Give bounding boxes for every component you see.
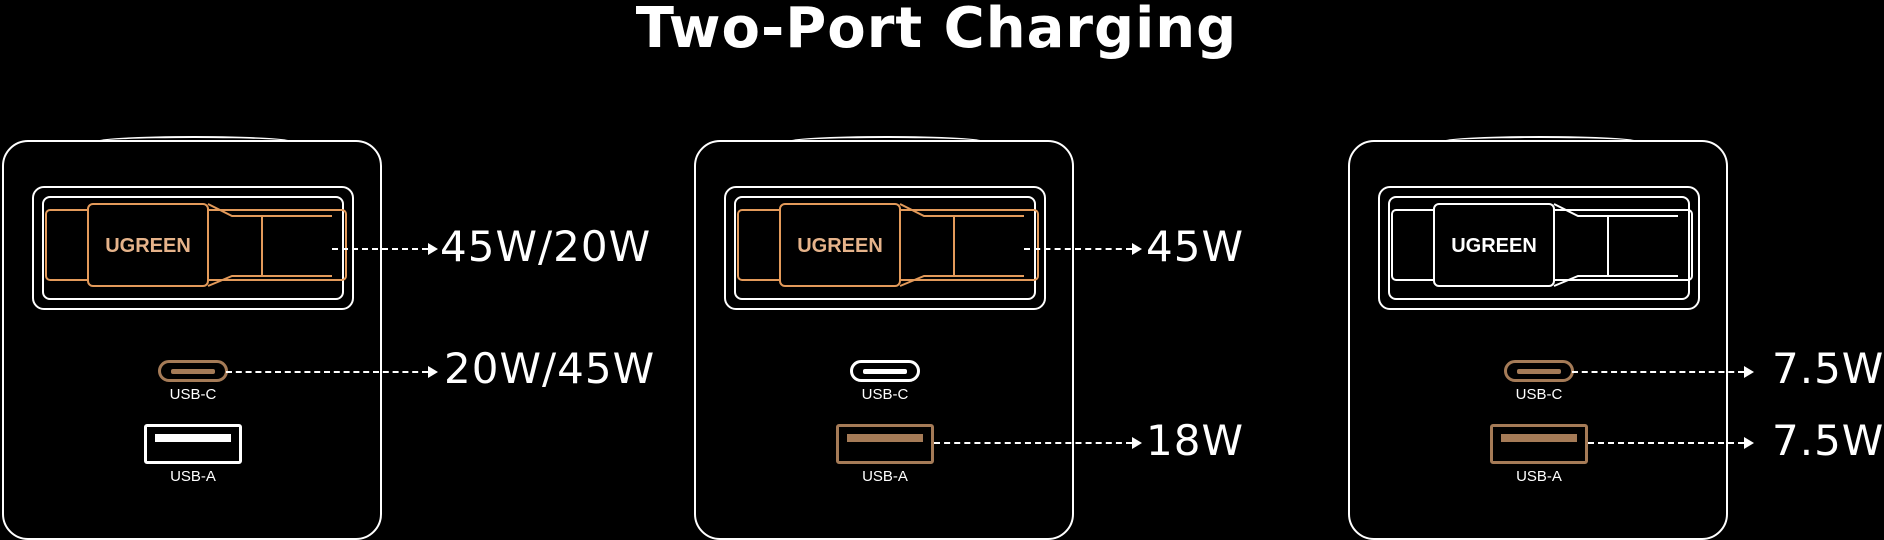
arrow-head-icon bbox=[428, 366, 438, 378]
usb-a-port bbox=[144, 424, 242, 464]
usb-c-label: USB-C bbox=[1515, 386, 1563, 403]
usb-c-output-watt: 7.5W bbox=[1772, 344, 1884, 393]
brand-logo: UGREEN bbox=[1451, 235, 1537, 257]
usb-a-output-watt: 7.5W bbox=[1772, 416, 1884, 465]
charger-top-edge bbox=[786, 136, 986, 148]
usb-a-label: USB-A bbox=[170, 468, 216, 485]
usb-a-port bbox=[836, 424, 934, 464]
usb-a-port bbox=[1490, 424, 1588, 464]
cable-output-watt: 45W bbox=[1146, 222, 1244, 271]
usb-c-label: USB-C bbox=[169, 386, 217, 403]
usb-c-port bbox=[850, 360, 920, 382]
retractable-cable-slot: UGREEN bbox=[724, 186, 1046, 310]
brand-logo: UGREEN bbox=[797, 235, 883, 257]
arrow-head-icon bbox=[1132, 243, 1142, 255]
usb-a-output-watt: 18W bbox=[1146, 416, 1244, 465]
usb-c-cable-icon: UGREEN bbox=[45, 203, 347, 287]
charger-top-edge bbox=[1440, 136, 1640, 148]
retractable-cable-slot: UGREEN bbox=[1378, 186, 1700, 310]
retractable-cable-slot: UGREEN bbox=[32, 186, 354, 310]
usb-c-cable-icon: UGREEN bbox=[737, 203, 1039, 287]
arrow-head-icon bbox=[1744, 366, 1754, 378]
usb-a-output-arrow bbox=[1588, 442, 1744, 444]
charger-panel-1: UGREEN USB-C USB-A bbox=[2, 136, 382, 540]
arrow-head-icon bbox=[1744, 437, 1754, 449]
usb-c-port bbox=[158, 360, 228, 382]
page-title: Two-Port Charging bbox=[635, 0, 1238, 61]
usb-c-output-arrow bbox=[226, 371, 428, 373]
usb-c-port bbox=[1504, 360, 1574, 382]
arrow-head-icon bbox=[1132, 437, 1142, 449]
usb-c-label: USB-C bbox=[861, 386, 909, 403]
usb-a-output-arrow bbox=[934, 442, 1132, 444]
arrow-head-icon bbox=[428, 243, 438, 255]
cable-output-arrow bbox=[332, 248, 428, 250]
charger-panel-2: UGREEN USB-C USB-A bbox=[694, 136, 1074, 540]
cable-output-arrow bbox=[1024, 248, 1132, 250]
cable-output-watt: 45W/20W bbox=[440, 222, 652, 271]
charger-panel-3: UGREEN USB-C USB-A bbox=[1348, 136, 1728, 540]
usb-a-label: USB-A bbox=[1516, 468, 1562, 485]
charger-top-edge bbox=[94, 136, 294, 148]
usb-c-output-arrow bbox=[1572, 371, 1744, 373]
brand-logo: UGREEN bbox=[105, 235, 191, 257]
usb-c-output-watt: 20W/45W bbox=[444, 344, 656, 393]
usb-a-label: USB-A bbox=[862, 468, 908, 485]
usb-c-cable-icon: UGREEN bbox=[1391, 203, 1693, 287]
